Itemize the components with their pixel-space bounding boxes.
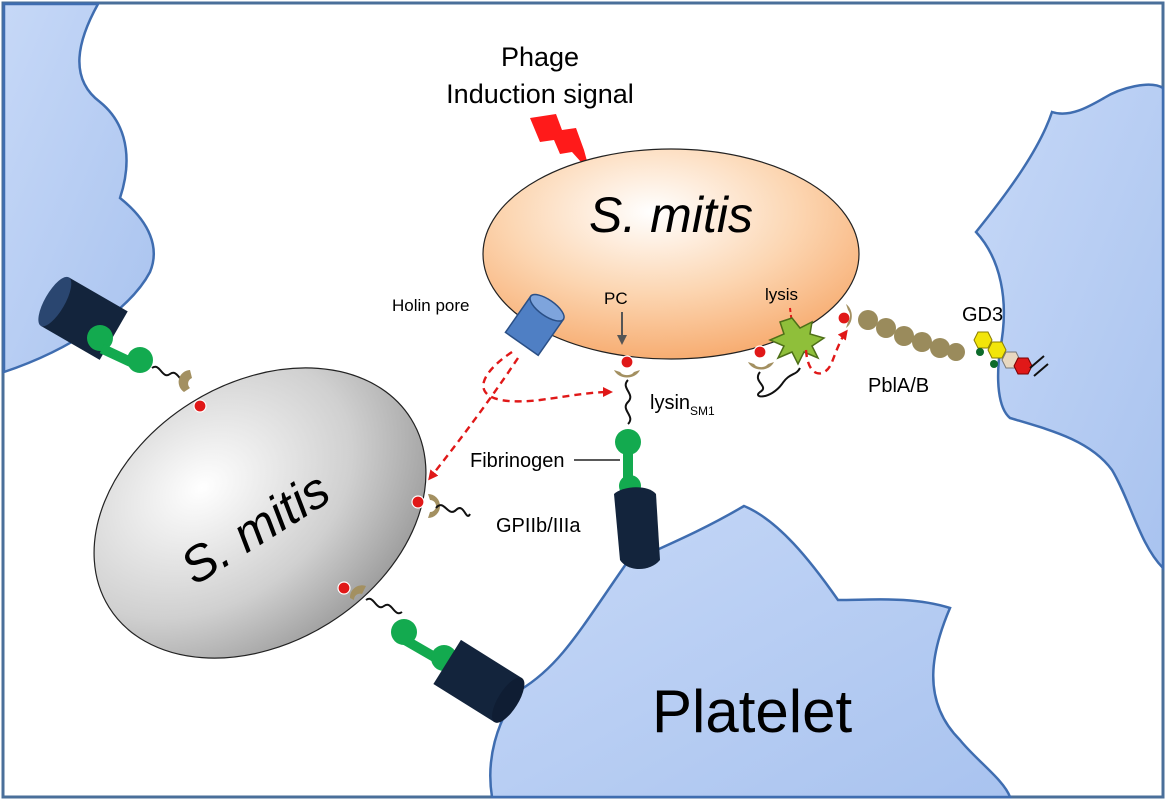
pbla-b-label: PblA/B [868, 375, 929, 397]
arrow-lysis-to-pbla [804, 329, 848, 375]
platelet-right [974, 83, 1165, 572]
fibrinogen-label: Fibrinogen [470, 450, 565, 472]
tether-left-mid [435, 504, 471, 517]
fibrinogen-ul-knob1 [87, 325, 113, 351]
dot-left-mid [411, 495, 425, 509]
lysin-subscript: SM1 [690, 404, 715, 418]
lysin-label: lysinSM1 [650, 392, 715, 418]
choline-ul [178, 370, 192, 392]
choline-binding-free [748, 362, 774, 370]
cell-top-label: S. mitis [589, 187, 753, 243]
lysis-pointer [789, 307, 793, 325]
choline-binding-module [614, 370, 640, 378]
holin-pore-icon [504, 293, 565, 357]
pbla-b-chain [858, 310, 965, 361]
pc-label: PC [604, 289, 628, 308]
lysis-label: lysis [765, 285, 798, 304]
fibrinogen-rod [623, 446, 633, 480]
phage-signal-line1: Phage [501, 42, 579, 72]
lysin-free-dot [753, 345, 767, 359]
dot-lower [337, 581, 351, 595]
fibrinogen-knob-top [615, 429, 641, 455]
gpiib-iiia-label: GPIIb/IIIa [496, 515, 581, 537]
gd3-glycan-icon [973, 331, 1049, 377]
choline-lower [349, 585, 366, 600]
s-mitis-cell-top [482, 148, 860, 360]
fibrinogen-lower-rod [403, 636, 440, 663]
gd3-label: GD3 [962, 304, 1003, 326]
lysin-free-tether [757, 367, 801, 398]
holin-pore-label: Holin pore [392, 296, 470, 315]
platelet-label: Platelet [652, 678, 852, 745]
gpiib-iiia-receptor [614, 487, 660, 569]
receptor-complex-lower [433, 639, 525, 723]
fibrinogen-ul-knob2 [127, 347, 153, 373]
pc-binding-dot [620, 355, 634, 369]
arrow-holin-to-lysin [482, 351, 613, 403]
pbla-choline-module [846, 304, 852, 328]
lysis-burst-icon [768, 317, 826, 366]
choline-left-mid [428, 494, 440, 518]
phage-signal-line2: Induction signal [446, 79, 634, 109]
lysin-main-text: lysin [650, 392, 690, 414]
dot-ul [193, 399, 207, 413]
tether-lower [365, 597, 403, 615]
lightning-bolt-icon [530, 114, 590, 172]
lysin-tether [624, 379, 632, 425]
arrow-holin-to-left-cell [428, 357, 519, 481]
